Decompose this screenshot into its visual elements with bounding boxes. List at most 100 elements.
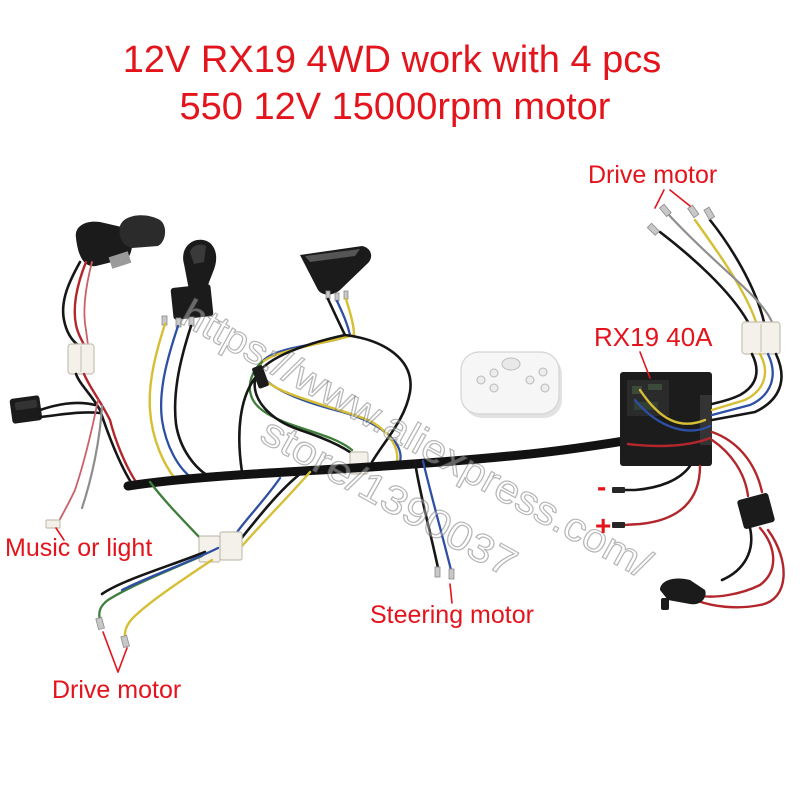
- callout-line-steering-motor: [449, 583, 453, 604]
- remote-body: [460, 351, 560, 415]
- music-light-connector: [45, 519, 61, 529]
- wire-black: [413, 460, 440, 570]
- wire-blue: [710, 352, 774, 417]
- remote-button: [489, 383, 499, 393]
- controller-component: [648, 384, 662, 390]
- wire-green: [248, 360, 354, 452]
- remote-control: [460, 351, 562, 418]
- wire-red: [626, 436, 712, 448]
- wire-yellow: [693, 218, 758, 324]
- motor-lug: [120, 634, 130, 649]
- power-switch: [737, 493, 775, 529]
- battery-negative-terminal: [612, 487, 625, 493]
- controller-component: [634, 402, 658, 410]
- key-switch-wire-black: [61, 260, 82, 347]
- wire-green: [148, 480, 204, 542]
- callout-line-drive-motor-top: [669, 189, 691, 207]
- music-light-wire: [57, 399, 99, 524]
- wire-yellow: [344, 297, 356, 337]
- wire-black: [710, 352, 758, 406]
- key-switch: [61, 215, 166, 375]
- wire-black: [173, 324, 214, 480]
- power-wires: [612, 430, 785, 610]
- title-line-2: 550 12V 15000rpm motor: [180, 86, 611, 128]
- wire-black: [326, 297, 347, 337]
- motor-connector: [219, 531, 243, 561]
- wire-yellow: [638, 388, 707, 425]
- foot-pedal-switch: [660, 578, 706, 605]
- label-drive-motor-bottom: Drive motor: [52, 676, 181, 704]
- wire-black: [74, 372, 134, 486]
- wedge-lug: [334, 292, 340, 302]
- battery-positive-terminal: [612, 522, 625, 528]
- wire-black: [708, 218, 766, 324]
- controller-component: [632, 386, 642, 394]
- wire-blue: [233, 476, 282, 537]
- wire-loops: [238, 333, 412, 475]
- wire-black: [238, 472, 302, 542]
- left-branch-wires: [45, 322, 214, 529]
- wire-yellow: [710, 352, 767, 412]
- label-steering-motor: Steering motor: [370, 601, 534, 629]
- battery-negative-wire: [622, 464, 692, 492]
- wire-yellow: [240, 470, 312, 548]
- motor-lug: [95, 616, 105, 631]
- remote-button: [501, 357, 521, 371]
- rear-drive-motor-wires: [95, 470, 312, 649]
- key-head: [119, 215, 166, 248]
- remote-button: [489, 368, 499, 378]
- gear-selector-switch: [161, 239, 217, 328]
- wire-blue: [421, 459, 453, 572]
- main-harness: [123, 435, 635, 491]
- wire-clip: [252, 365, 269, 389]
- wire-black: [658, 230, 750, 324]
- wire-black: [253, 333, 362, 462]
- steering-motor-wires: [413, 459, 455, 580]
- wire-black: [720, 526, 753, 582]
- callout-line-drive-motor-top: [654, 189, 665, 209]
- remote-button: [538, 367, 548, 377]
- steering-lug: [448, 568, 455, 580]
- title-line-1: 12V RX19 4WD work with 4 pcs: [123, 39, 662, 81]
- wire-red: [700, 526, 775, 598]
- motor-lug: [703, 206, 716, 221]
- wedge-switch: [300, 246, 372, 337]
- wire-black: [710, 352, 783, 422]
- callout-line-music-light: [55, 527, 65, 541]
- remote-button: [476, 375, 486, 385]
- wire-blue: [633, 398, 712, 432]
- wire-yellow: [148, 322, 178, 482]
- wire-black: [100, 550, 207, 596]
- rocker-switch: [170, 284, 214, 320]
- gear-lever-highlight: [190, 244, 206, 264]
- motor-lug: [658, 203, 672, 218]
- wedge-lug: [343, 290, 349, 300]
- foot-pedal-stem: [661, 598, 669, 610]
- battery-positive-wire: [622, 464, 702, 527]
- wire-red: [82, 372, 138, 484]
- label-battery-negative: -: [597, 471, 606, 502]
- wire-black: [343, 333, 412, 464]
- key-switch-wire-pink: [83, 261, 93, 346]
- callout-line-drive-motor-bottom: [102, 631, 119, 673]
- light-switch-body: [9, 395, 43, 424]
- motor-lug: [646, 222, 660, 236]
- wire-blue: [335, 299, 352, 337]
- wire-red: [710, 438, 750, 498]
- key-switch-bracket: [108, 251, 132, 269]
- callout-line-drive-motor-bottom: [117, 647, 128, 673]
- wire-red: [710, 430, 764, 494]
- wire-black: [238, 376, 257, 474]
- light-switch-face: [14, 399, 38, 411]
- controller-box: [620, 372, 712, 466]
- wire-red: [696, 528, 785, 609]
- wire-grey: [666, 212, 774, 324]
- callout-line-controller: [639, 351, 651, 379]
- motor-lug: [687, 204, 700, 219]
- front-drive-motor-wires: [646, 203, 783, 422]
- key-switch-wire-red: [73, 260, 88, 347]
- wire-blue: [160, 324, 194, 480]
- remote-button: [525, 375, 535, 385]
- label-battery-positive: +: [595, 510, 611, 541]
